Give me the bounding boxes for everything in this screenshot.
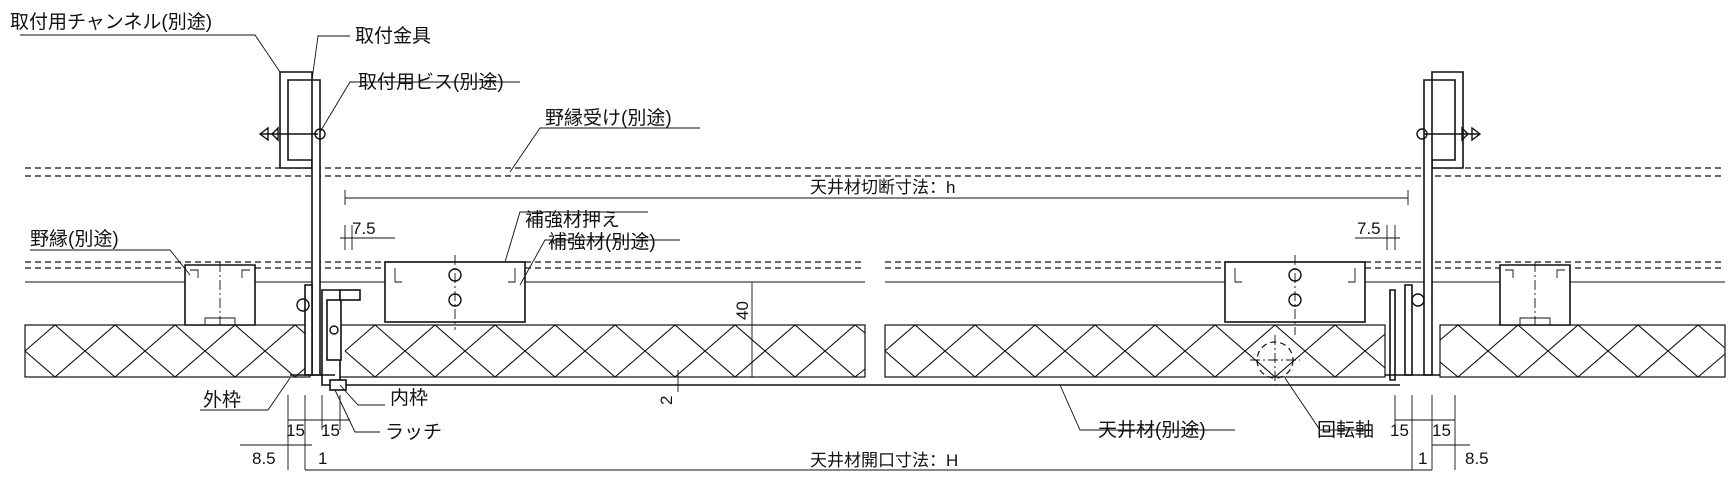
dim-1-right: 1 bbox=[1418, 449, 1427, 468]
label-latch: ラッチ bbox=[385, 422, 442, 443]
label-reinforcement-press: 補強材押え bbox=[525, 209, 620, 231]
label-outer-frame: 外枠 bbox=[203, 389, 241, 411]
nobuchi-band bbox=[25, 261, 1725, 283]
label-mounting-screw: 取付用ビス(別途) bbox=[358, 71, 504, 93]
dim-8-5-right: 8.5 bbox=[1465, 449, 1489, 468]
dim-opening-size: 天井材開口寸法：H bbox=[810, 451, 958, 470]
label-mounting-channel: 取付用チャンネル(別途) bbox=[10, 11, 212, 33]
ceiling-board-center-right bbox=[884, 324, 1386, 378]
dimension-lines bbox=[240, 190, 1470, 471]
right-nobuchi-channel bbox=[1499, 262, 1571, 326]
label-nobuchi: 野縁(別途) bbox=[30, 228, 119, 250]
dim-2: 2 bbox=[657, 396, 676, 405]
label-pivot: 回転軸 bbox=[1317, 419, 1374, 441]
dim-1-left: 1 bbox=[318, 449, 327, 468]
leader-lines bbox=[20, 34, 1370, 433]
label-inner-frame: 内枠 bbox=[390, 387, 428, 409]
ceiling-board-right bbox=[1439, 324, 1726, 378]
label-ceiling-material: 天井材(別途) bbox=[1098, 419, 1206, 441]
dim-15-c: 15 bbox=[1390, 421, 1409, 440]
dim-40: 40 bbox=[733, 301, 752, 320]
label-nobuchi-uke: 野縁受け(別途) bbox=[545, 107, 672, 129]
label-mounting-bracket: 取付金具 bbox=[355, 25, 431, 47]
nobuchi-uke-band bbox=[25, 167, 1725, 177]
right-reinforcement bbox=[1224, 255, 1366, 335]
pivot-symbol bbox=[1250, 335, 1300, 385]
label-reinforcement: 補強材(別途) bbox=[548, 231, 656, 253]
dim-7-5-left: 7.5 bbox=[352, 219, 376, 238]
dim-15-b: 15 bbox=[321, 421, 340, 440]
left-mounting-assembly bbox=[258, 71, 326, 376]
ceiling-board-center-left bbox=[329, 324, 866, 378]
ceiling-board-left bbox=[24, 324, 311, 378]
dim-15-a: 15 bbox=[286, 421, 305, 440]
left-nobuchi-channel bbox=[184, 262, 256, 326]
left-reinforcement bbox=[384, 255, 526, 330]
right-mounting-assembly bbox=[1416, 71, 1482, 376]
dim-cut-size: 天井材切断寸法：h bbox=[810, 178, 955, 197]
left-frame-assembly bbox=[290, 284, 361, 391]
dim-8-5-left: 8.5 bbox=[252, 449, 276, 468]
right-frame-assembly bbox=[1385, 284, 1440, 381]
dim-15-d: 15 bbox=[1432, 421, 1451, 440]
dim-7-5-right: 7.5 bbox=[1357, 219, 1381, 238]
